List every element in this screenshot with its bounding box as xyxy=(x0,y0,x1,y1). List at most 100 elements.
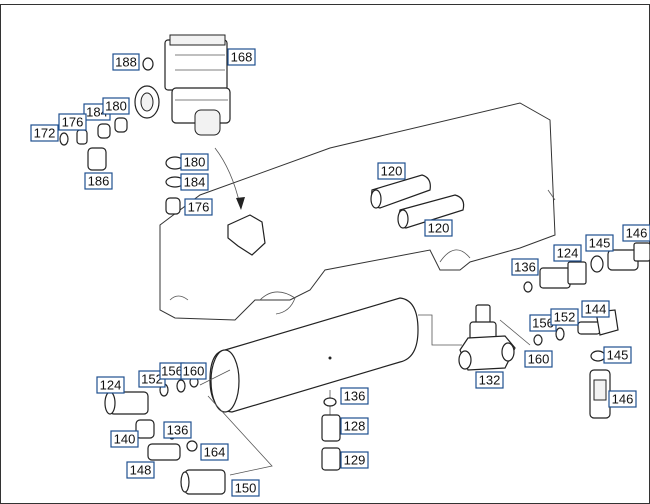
callout-box xyxy=(200,443,229,461)
callout-number: 146 xyxy=(612,392,634,407)
callout-number: 136 xyxy=(167,423,189,438)
callout-124a: 124 xyxy=(553,244,582,262)
callout-180a: 180 xyxy=(102,97,130,115)
callout-number: 172 xyxy=(34,126,56,141)
callout-box xyxy=(163,421,192,439)
callout-number: 136 xyxy=(514,260,536,275)
callout-150: 150 xyxy=(231,479,260,497)
callout-188: 188 xyxy=(112,53,140,71)
callout-number: 152 xyxy=(554,310,576,325)
callout-box xyxy=(58,113,87,131)
callout-180b: 180 xyxy=(180,153,209,171)
callout-box xyxy=(424,219,453,237)
callout-136a: 136 xyxy=(511,258,539,276)
callout-number: 146 xyxy=(626,226,648,241)
callout-156a: 156 xyxy=(529,314,557,332)
callout-number: 156 xyxy=(161,364,183,379)
callout-number: 124 xyxy=(557,246,579,261)
callout-box xyxy=(340,417,369,435)
callout-176a: 176 xyxy=(58,113,87,131)
callout-number: 176 xyxy=(62,115,84,130)
fittings-bottom-center xyxy=(321,397,341,471)
callout-160b: 160 xyxy=(180,362,207,380)
callout-number: 129 xyxy=(344,453,366,468)
callout-152a: 152 xyxy=(550,308,579,326)
callout-number: 152 xyxy=(141,372,163,387)
leader-lines xyxy=(199,147,531,476)
callout-136c: 136 xyxy=(163,421,192,439)
callout-164: 164 xyxy=(200,443,229,461)
callout-140: 140 xyxy=(110,430,139,448)
truck-body-outline xyxy=(159,102,556,321)
callout-number: 168 xyxy=(231,50,253,65)
callout-145a: 145 xyxy=(585,234,614,252)
fittings-right xyxy=(523,242,650,419)
callout-number: 120 xyxy=(381,164,403,179)
air-tank xyxy=(209,297,419,413)
valve-bracket xyxy=(227,214,266,256)
callout-box xyxy=(102,97,130,115)
callout-144: 144 xyxy=(581,300,610,318)
callout-120a: 120 xyxy=(377,162,406,180)
callout-number: 145 xyxy=(589,236,611,251)
callout-168: 168 xyxy=(227,48,256,66)
callout-box xyxy=(524,350,553,368)
callout-number: 150 xyxy=(235,481,257,496)
small-parts-upper xyxy=(59,57,185,215)
callout-128: 128 xyxy=(340,417,369,435)
callout-136b: 136 xyxy=(340,387,369,405)
callout-box xyxy=(511,258,539,276)
tubes-120 xyxy=(370,174,465,229)
callout-146a: 146 xyxy=(622,224,650,242)
callout-number: 148 xyxy=(130,463,152,478)
callout-number: 136 xyxy=(344,389,366,404)
callout-box xyxy=(550,308,579,326)
callout-129: 129 xyxy=(340,451,369,469)
callout-number: 164 xyxy=(204,445,226,460)
callout-186: 186 xyxy=(84,172,113,190)
callout-148: 148 xyxy=(126,461,155,479)
callout-number: 180 xyxy=(105,99,127,114)
callout-number: 160 xyxy=(528,352,550,367)
callout-number: 160 xyxy=(183,364,205,379)
callout-number: 140 xyxy=(114,432,136,447)
callout-number: 144 xyxy=(585,302,607,317)
callout-box xyxy=(84,172,113,190)
callout-box xyxy=(180,362,207,380)
callout-box xyxy=(377,162,406,180)
callout-box xyxy=(475,371,504,389)
callout-number: 120 xyxy=(428,221,450,236)
pressure-valve-132 xyxy=(458,304,516,371)
callout-number: 124 xyxy=(100,378,122,393)
callout-box xyxy=(180,173,209,191)
callout-156b: 156 xyxy=(159,362,185,380)
callout-box xyxy=(581,300,610,318)
callout-124b: 124 xyxy=(96,376,125,394)
callout-box xyxy=(96,376,125,394)
callout-132: 132 xyxy=(475,371,504,389)
callout-152b: 152 xyxy=(138,370,166,388)
callout-box xyxy=(184,198,213,216)
callout-number: 145 xyxy=(607,348,629,363)
callout-box xyxy=(112,53,140,71)
callout-number: 180 xyxy=(184,155,206,170)
callout-box xyxy=(110,430,139,448)
callout-120b: 120 xyxy=(424,219,453,237)
callout-box xyxy=(227,48,256,66)
callout-box xyxy=(340,387,369,405)
callout-box xyxy=(622,224,650,242)
callout-number: 188 xyxy=(115,55,137,70)
callout-number: 156 xyxy=(532,316,554,331)
callout-box xyxy=(608,390,637,408)
callout-176b: 176 xyxy=(184,198,213,216)
callout-number: 186 xyxy=(88,174,110,189)
callout-box xyxy=(180,153,209,171)
callout-184b: 184 xyxy=(180,173,209,191)
callout-box xyxy=(126,461,155,479)
callout-box xyxy=(231,479,260,497)
callout-box xyxy=(603,346,632,364)
callout-number: 176 xyxy=(188,200,210,215)
callout-number: 128 xyxy=(344,419,366,434)
